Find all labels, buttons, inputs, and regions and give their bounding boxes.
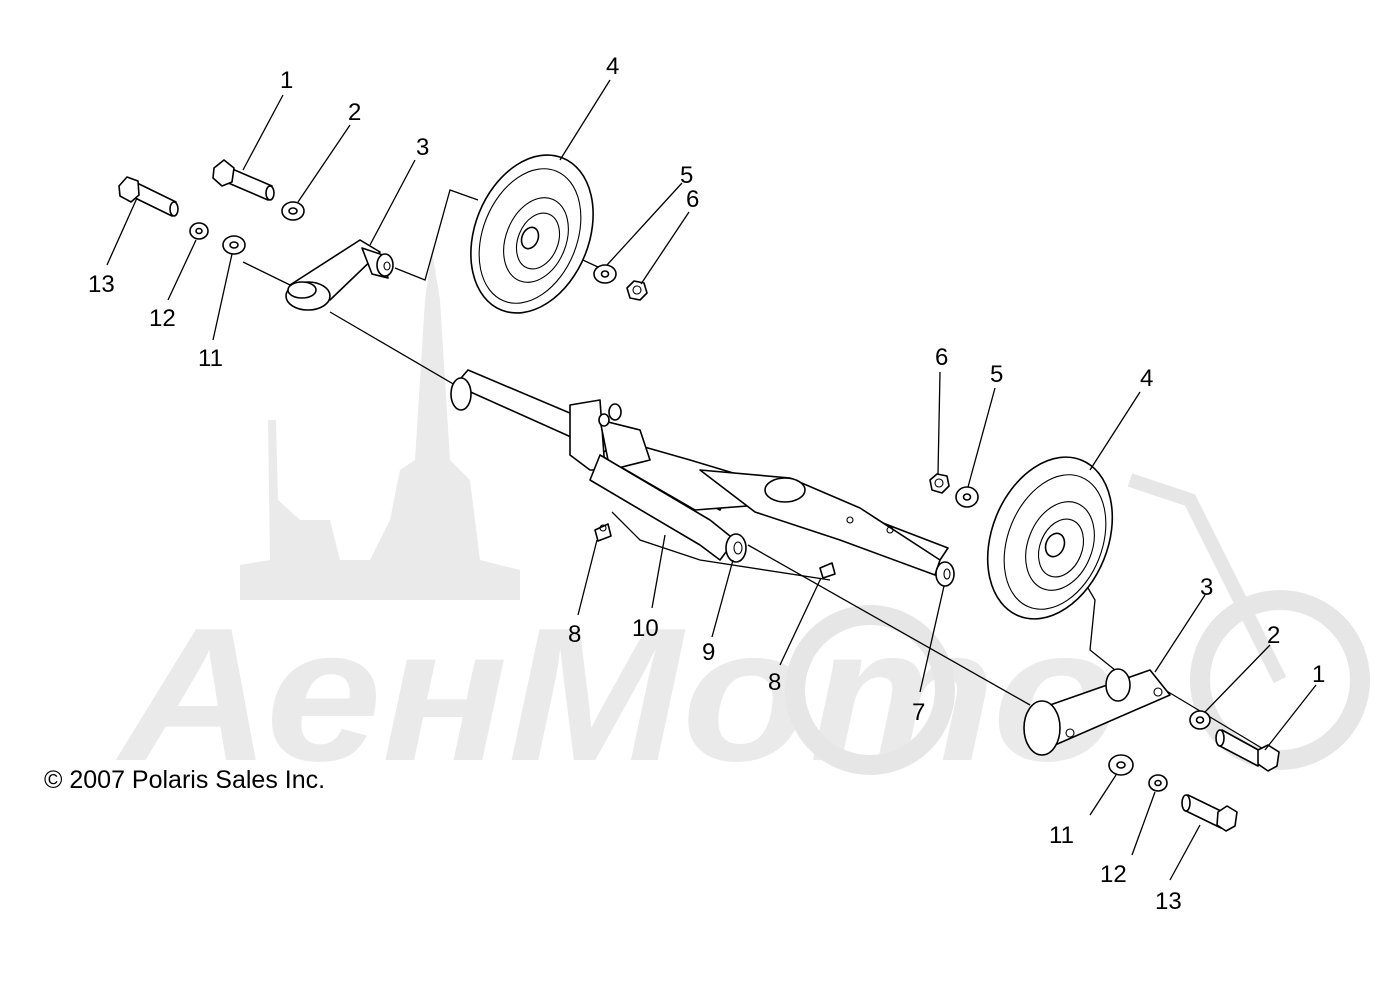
callout-12-lower: 12 <box>1100 861 1127 888</box>
callout-leaders <box>106 79 1317 881</box>
watermark-skyline <box>240 250 520 600</box>
grease-fitting-8-left <box>594 523 612 542</box>
grease-fitting-8-right <box>819 562 836 579</box>
callout-11-lower: 11 <box>1049 822 1074 849</box>
axis-line-upper <box>242 261 291 286</box>
idler-wheel-4-upper <box>470 154 594 314</box>
callout-7: 7 <box>912 699 925 726</box>
bolt-13-upper <box>118 176 179 217</box>
washer-2-upper <box>281 201 305 221</box>
callout-1-upper: 1 <box>280 67 293 94</box>
callout-5-upper: 5 <box>680 162 693 189</box>
callout-10: 10 <box>632 615 659 642</box>
callout-3-lower: 3 <box>1200 574 1213 601</box>
watermark-wheel <box>785 605 955 775</box>
shaft-assembly <box>450 369 955 587</box>
washer-2-lower <box>1189 710 1211 730</box>
washer-11-lower <box>1108 754 1134 776</box>
callout-4-lower: 4 <box>1140 365 1153 392</box>
lockwasher-12-upper <box>189 222 209 240</box>
washer-11-upper <box>222 235 246 255</box>
washer-5-lower <box>955 486 979 508</box>
axis-line-lower-bolt <box>1164 689 1266 751</box>
axis-line-shaft-lower <box>747 544 1031 706</box>
callout-5-lower: 5 <box>990 361 1003 388</box>
callout-6-upper: 6 <box>686 186 699 213</box>
callout-13-upper: 13 <box>88 271 115 298</box>
bolt-13-lower <box>1181 794 1238 832</box>
watermark-bike-fork <box>1127 473 1287 684</box>
callout-4-upper: 4 <box>606 53 619 80</box>
nut-6-upper <box>626 280 648 301</box>
callout-6-lower: 6 <box>935 344 948 371</box>
arm-3-lower <box>1023 668 1171 756</box>
callout-9: 9 <box>702 639 715 666</box>
copyright-notice: © 2007 Polaris Sales Inc. <box>44 766 326 794</box>
callout-2-upper: 2 <box>348 99 361 126</box>
idler-wheel-4-lower <box>986 456 1114 620</box>
axis-line-shaft <box>329 311 456 386</box>
bolt-1-lower <box>1215 729 1280 772</box>
watermark-graphic: АенМото <box>116 250 1370 801</box>
bolt-1-upper <box>212 159 275 201</box>
callout-13-lower: 13 <box>1155 888 1182 915</box>
callout-8-left: 8 <box>568 621 581 648</box>
callout-2-lower: 2 <box>1267 622 1280 649</box>
watermark-wheel-rear <box>1190 590 1370 770</box>
upper-hardware <box>118 159 394 311</box>
callout-3-upper: 3 <box>416 134 429 161</box>
lockwasher-12-lower <box>1148 774 1168 792</box>
callout-numbers: 1 2 3 4 5 6 13 12 11 6 5 4 8 10 9 8 7 3 … <box>88 53 1325 915</box>
arm-3-upper <box>285 239 394 311</box>
nut-6-lower <box>929 473 950 494</box>
axis-line-wheel-upper <box>394 189 479 281</box>
callout-12-upper: 12 <box>149 305 176 332</box>
callout-8-right: 8 <box>768 669 781 696</box>
washer-5-upper <box>593 264 617 284</box>
callout-11-upper: 11 <box>198 345 223 372</box>
axis-line-grease <box>611 511 831 581</box>
callout-1-lower: 1 <box>1312 661 1325 688</box>
